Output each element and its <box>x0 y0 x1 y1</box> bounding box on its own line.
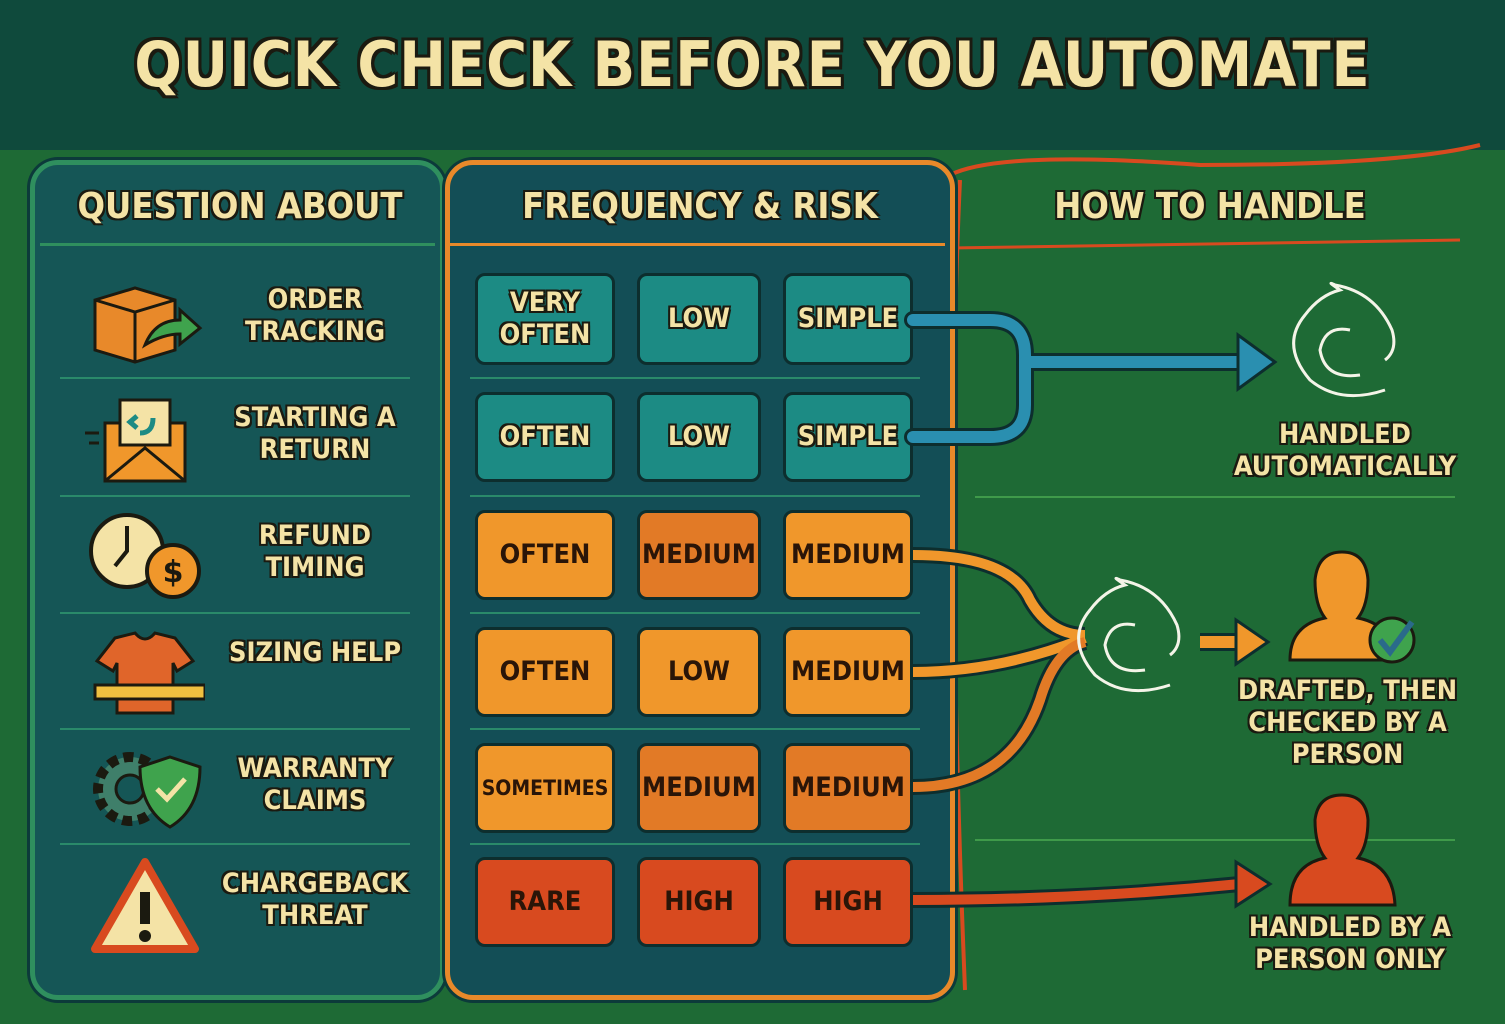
risk-cell: MEDIUM <box>637 510 761 600</box>
outcome-handled-by-person: HANDLED BY A PERSON ONLY <box>1248 912 1452 975</box>
outcome-drafted-then-checked: DRAFTED, THEN CHECKED BY A PERSON <box>1237 675 1458 770</box>
risk-cell: LOW <box>637 627 761 717</box>
question-label: SIZING HELP <box>228 637 402 668</box>
person-icon <box>1288 793 1397 907</box>
frequency-cell: RARE <box>475 857 615 947</box>
risk-cell: HIGH <box>637 857 761 947</box>
frequency-cell: VERY OFTEN <box>475 273 615 365</box>
title-band <box>0 0 1505 150</box>
automation-swirl-icon <box>1292 281 1396 398</box>
complexity-cell: MEDIUM <box>783 510 913 600</box>
header-how-to-handle: HOW TO HANDLE <box>1054 186 1366 227</box>
row-divider <box>60 377 410 379</box>
complexity-cell: SIMPLE <box>783 273 913 365</box>
question-label: STARTING A RETURN <box>234 402 396 465</box>
header-question-about: QUESTION ABOUT <box>77 186 403 227</box>
frequency-cell: OFTEN <box>475 627 615 717</box>
question-row-chargeback-threat: CHARGEBACK THREAT <box>40 846 430 962</box>
outcome-handled-automatically: HANDLED AUTOMATICALLY <box>1233 419 1457 482</box>
row-divider <box>60 843 410 845</box>
question-label: CHARGEBACK THREAT <box>221 868 409 931</box>
frequency-cell: OFTEN <box>475 510 615 600</box>
row-divider <box>470 612 920 614</box>
human-connector <box>912 859 1273 909</box>
row-divider <box>470 377 920 379</box>
auto-connector <box>904 311 1278 446</box>
risk-cell: LOW <box>637 392 761 482</box>
package-arrow-icon <box>93 286 203 364</box>
complexity-cell: SIMPLE <box>783 392 913 482</box>
review-connector <box>912 547 1271 795</box>
page-title: QUICK CHECK BEFORE YOU AUTOMATE <box>134 28 1371 101</box>
complexity-cell: HIGH <box>783 857 913 947</box>
risk-cell: LOW <box>637 273 761 365</box>
question-row-refund-timing: $ REFUND TIMING <box>40 498 430 614</box>
row-divider <box>60 728 410 730</box>
row-divider <box>470 843 920 845</box>
question-row-warranty-claims: WARRANTY CLAIMS <box>40 731 430 847</box>
question-label: WARRANTY CLAIMS <box>237 753 393 816</box>
risk-cell: MEDIUM <box>637 743 761 833</box>
row-divider <box>60 495 410 497</box>
header-frequency-risk: FREQUENCY & RISK <box>522 186 878 227</box>
frequency-cell: SOMETIMES <box>475 743 615 833</box>
header-divider <box>450 243 945 246</box>
person-check-icon <box>1288 550 1416 664</box>
question-label: ORDER TRACKING <box>244 284 386 347</box>
row-divider <box>470 495 920 497</box>
warning-triangle-icon <box>91 858 199 953</box>
question-row-sizing-help: SIZING HELP <box>40 615 430 731</box>
svg-text:$: $ <box>163 555 184 590</box>
question-label: REFUND TIMING <box>258 520 372 583</box>
frequency-cell: OFTEN <box>475 392 615 482</box>
header-divider <box>40 243 435 246</box>
row-divider <box>60 612 410 614</box>
question-row-starting-return: STARTING A RETURN <box>40 380 430 496</box>
automation-swirl-icon <box>1077 576 1181 693</box>
shirt-measure-icon <box>93 631 205 715</box>
complexity-cell: MEDIUM <box>783 627 913 717</box>
return-envelope-icon <box>85 398 187 483</box>
complexity-cell: MEDIUM <box>783 743 913 833</box>
row-divider <box>470 728 920 730</box>
clock-dollar-icon: $ <box>89 513 201 599</box>
gear-shield-icon <box>93 752 202 829</box>
question-row-order-tracking: ORDER TRACKING <box>40 262 430 378</box>
